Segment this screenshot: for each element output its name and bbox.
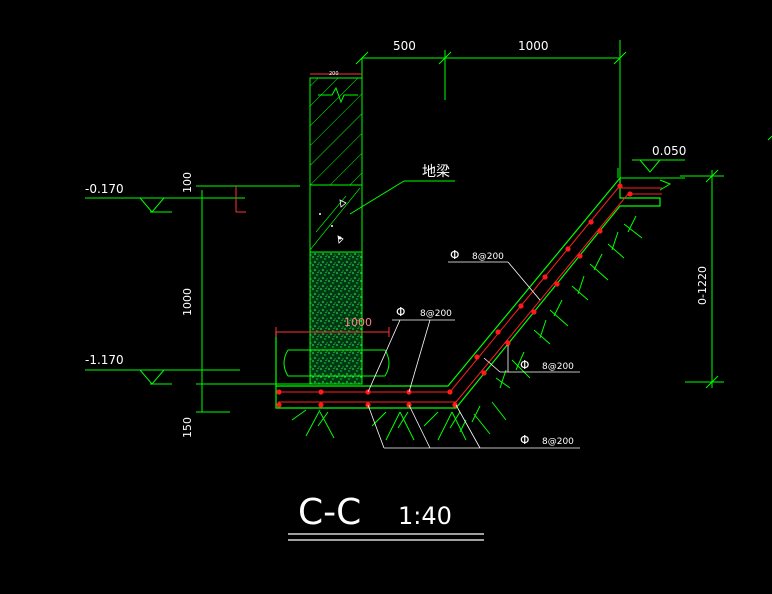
rebar-callout-1-spec: 8@200 [472,252,504,262]
dim-top-left: 500 [393,39,416,53]
break-line-icon [318,86,358,104]
ground-beam [309,184,363,253]
elevation-lower-label: -1.170 [85,353,124,367]
rebar-callout-4-spec: 8@200 [542,437,574,447]
rebar-callout-3: Φ 8@200 [483,345,580,373]
rebar-callout-1: Φ 8@200 [448,248,541,301]
section-title: C-C [298,492,361,533]
rebar-callout-2-spec: 8@200 [420,309,452,319]
left-dimension-chain [196,185,312,413]
rebar-callout-3-symbol: Φ [520,358,529,372]
wall: 200 [309,58,363,186]
earth-hatch [291,215,643,441]
title-block: C-C 1:40 [288,492,484,541]
dim-left-upper: 100 [181,172,194,193]
rebar-callout-2-symbol: Φ [396,305,405,319]
rebar-callout-3-spec: 8@200 [542,362,574,372]
rebar-callout-2: Φ 8@200 [367,305,455,393]
ground-beam-leader: 地梁 [349,164,455,215]
top-dimension-chain [355,50,627,100]
rebar-callout-1-symbol: Φ [450,248,459,262]
rebar [276,183,662,408]
elevation-right-label: 0.050 [652,144,686,158]
dim-base-width: 1000 [344,316,372,329]
slab-outline: 1000 [275,40,685,409]
dim-top-right: 1000 [518,39,549,53]
dim-left-lower: 150 [181,417,194,438]
dim-right-height: 0-1220 [696,266,709,305]
elevation-mark-upper: -0.170 [85,182,245,213]
dim-left-middle: 1000 [181,288,194,316]
rebar-callout-4-symbol: Φ [520,433,529,447]
section-scale: 1:40 [398,502,452,530]
gravel-fill [309,251,363,385]
elevation-upper-label: -0.170 [85,182,124,196]
elevation-mark-lower: -1.170 [85,353,240,385]
drain-pipe [283,349,390,377]
right-elevation-mark [632,159,724,389]
ground-beam-label: 地梁 [422,164,450,180]
dim-width-tag: 200 [329,71,339,77]
rebar-callout-4: Φ 8@200 [367,404,580,449]
